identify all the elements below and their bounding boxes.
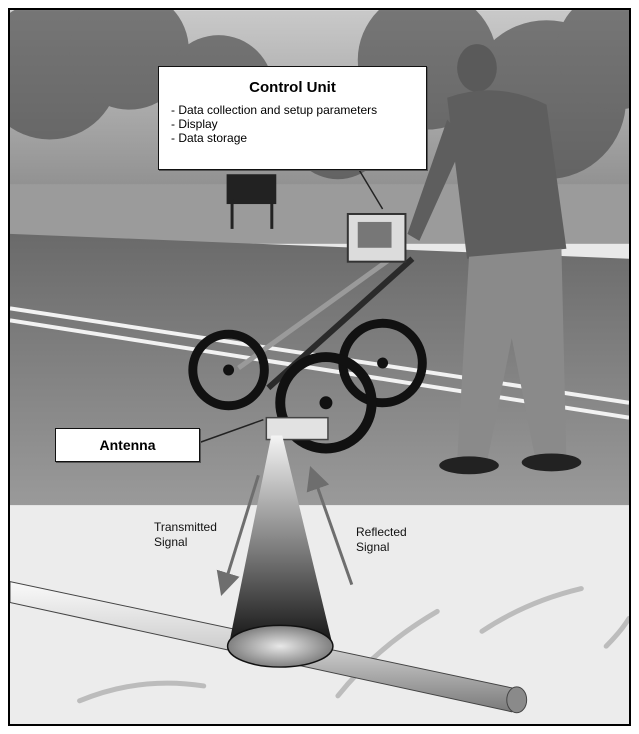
diagram-frame: Control Unit - Data collection and setup… (8, 8, 631, 726)
soil-texture (77, 586, 629, 704)
reflected-signal-label: Reflected Signal (356, 525, 407, 555)
antenna-callout: Antenna (55, 428, 200, 462)
reflected-label-line: Signal (356, 540, 390, 554)
reflected-arrow (306, 466, 354, 586)
reflected-label-line: Reflected (356, 525, 407, 539)
antenna-device (265, 416, 329, 441)
cart-wheel (188, 329, 269, 411)
gpr-cart (188, 251, 427, 454)
control-unit-list: - Data collection and setup parameters -… (171, 103, 426, 145)
control-unit-item: - Data collection and setup parameters (171, 103, 378, 117)
operator-figure (407, 44, 582, 475)
antenna-title: Antenna (99, 437, 156, 453)
transmitted-label-line: Transmitted (154, 520, 217, 534)
transmitted-arrow (216, 474, 260, 596)
control-unit-item: - Display (171, 117, 218, 131)
antenna-leader (196, 418, 264, 445)
transmitted-signal-label: Transmitted Signal (154, 520, 217, 550)
control-unit-title: Control Unit (249, 79, 336, 96)
control-unit-callout: Control Unit - Data collection and setup… (158, 66, 427, 170)
control-unit-item: - Data storage (171, 131, 248, 145)
gpr-scene (10, 10, 629, 724)
reflection-ellipse (226, 624, 334, 668)
radar-beam (228, 435, 333, 647)
transmitted-label-line: Signal (154, 535, 188, 549)
sign-post (226, 174, 277, 205)
